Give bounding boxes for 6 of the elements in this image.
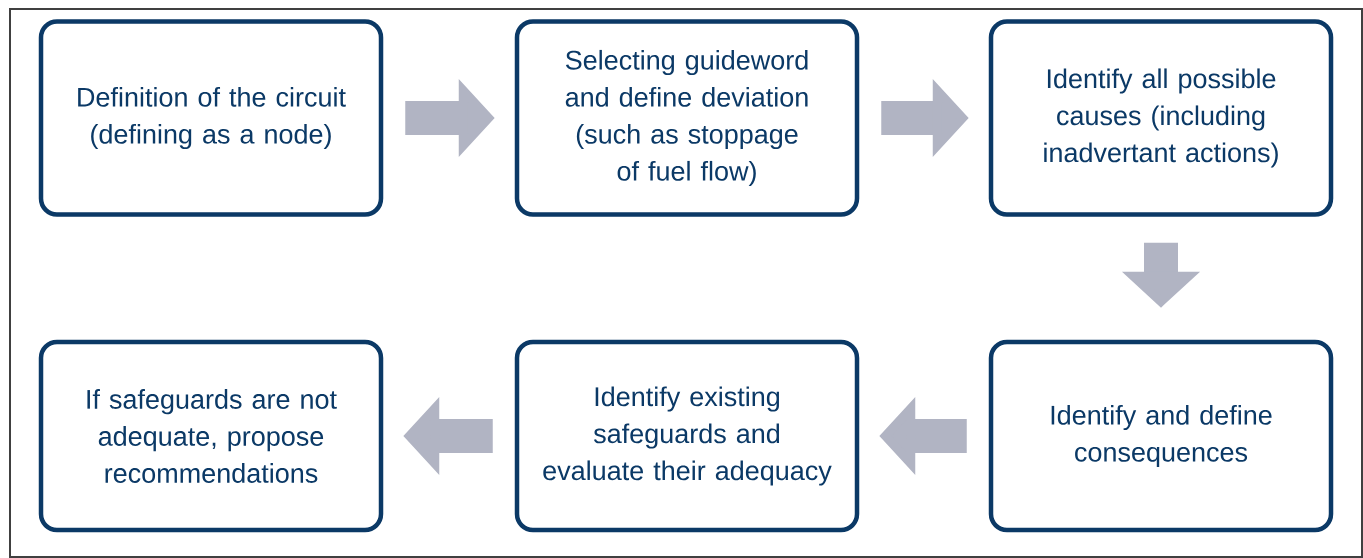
process-box: Identify existing safeguards and evaluate their adequacy xyxy=(514,339,860,533)
process-box: Identify all possible causes (including inadvertant actions) xyxy=(988,19,1334,217)
process-box: Definition of the circuit (defining as a node) xyxy=(38,19,384,217)
process-box: Selecting guideword and define deviation (such as stoppage of fuel flow) xyxy=(514,19,860,217)
process-box: Identify and define consequences xyxy=(988,339,1334,533)
process-box: If safeguards are not adequate, propose recommendations xyxy=(38,339,384,533)
